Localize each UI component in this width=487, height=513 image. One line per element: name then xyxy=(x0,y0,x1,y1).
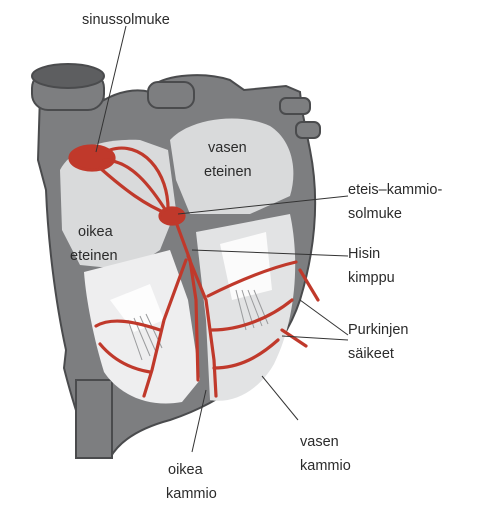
pulmonary-vein-upper xyxy=(280,98,310,114)
label-right-ventricle-2: kammio xyxy=(166,486,217,502)
label-purkinje-1: Purkinjen xyxy=(348,322,408,338)
label-bundle-1: Hisin xyxy=(348,246,380,262)
label-purkinje-2: säikeet xyxy=(348,346,394,362)
label-av-node-2: solmuke xyxy=(348,206,402,222)
pulmonary-vein-lower xyxy=(296,122,320,138)
av-node-mark xyxy=(160,208,184,224)
label-bundle-2: kimppu xyxy=(348,270,395,286)
label-right-ventricle-1: oikea xyxy=(168,462,204,478)
aorta xyxy=(148,82,194,108)
label-left-atrium-1: vasen xyxy=(208,140,247,156)
label-right-atrium-2: eteinen xyxy=(70,248,118,264)
sinoatrial-node-mark xyxy=(70,146,114,170)
label-right-atrium-1: oikea xyxy=(78,224,114,240)
label-left-ventricle-2: kammio xyxy=(300,458,351,474)
label-sinoatrial-node: sinussolmuke xyxy=(82,12,170,28)
label-left-atrium-2: eteinen xyxy=(204,164,252,180)
label-av-node-1: eteis–kammio- xyxy=(348,182,442,198)
label-left-ventricle-1: vasen xyxy=(300,434,339,450)
inferior-vena-cava xyxy=(76,380,112,458)
